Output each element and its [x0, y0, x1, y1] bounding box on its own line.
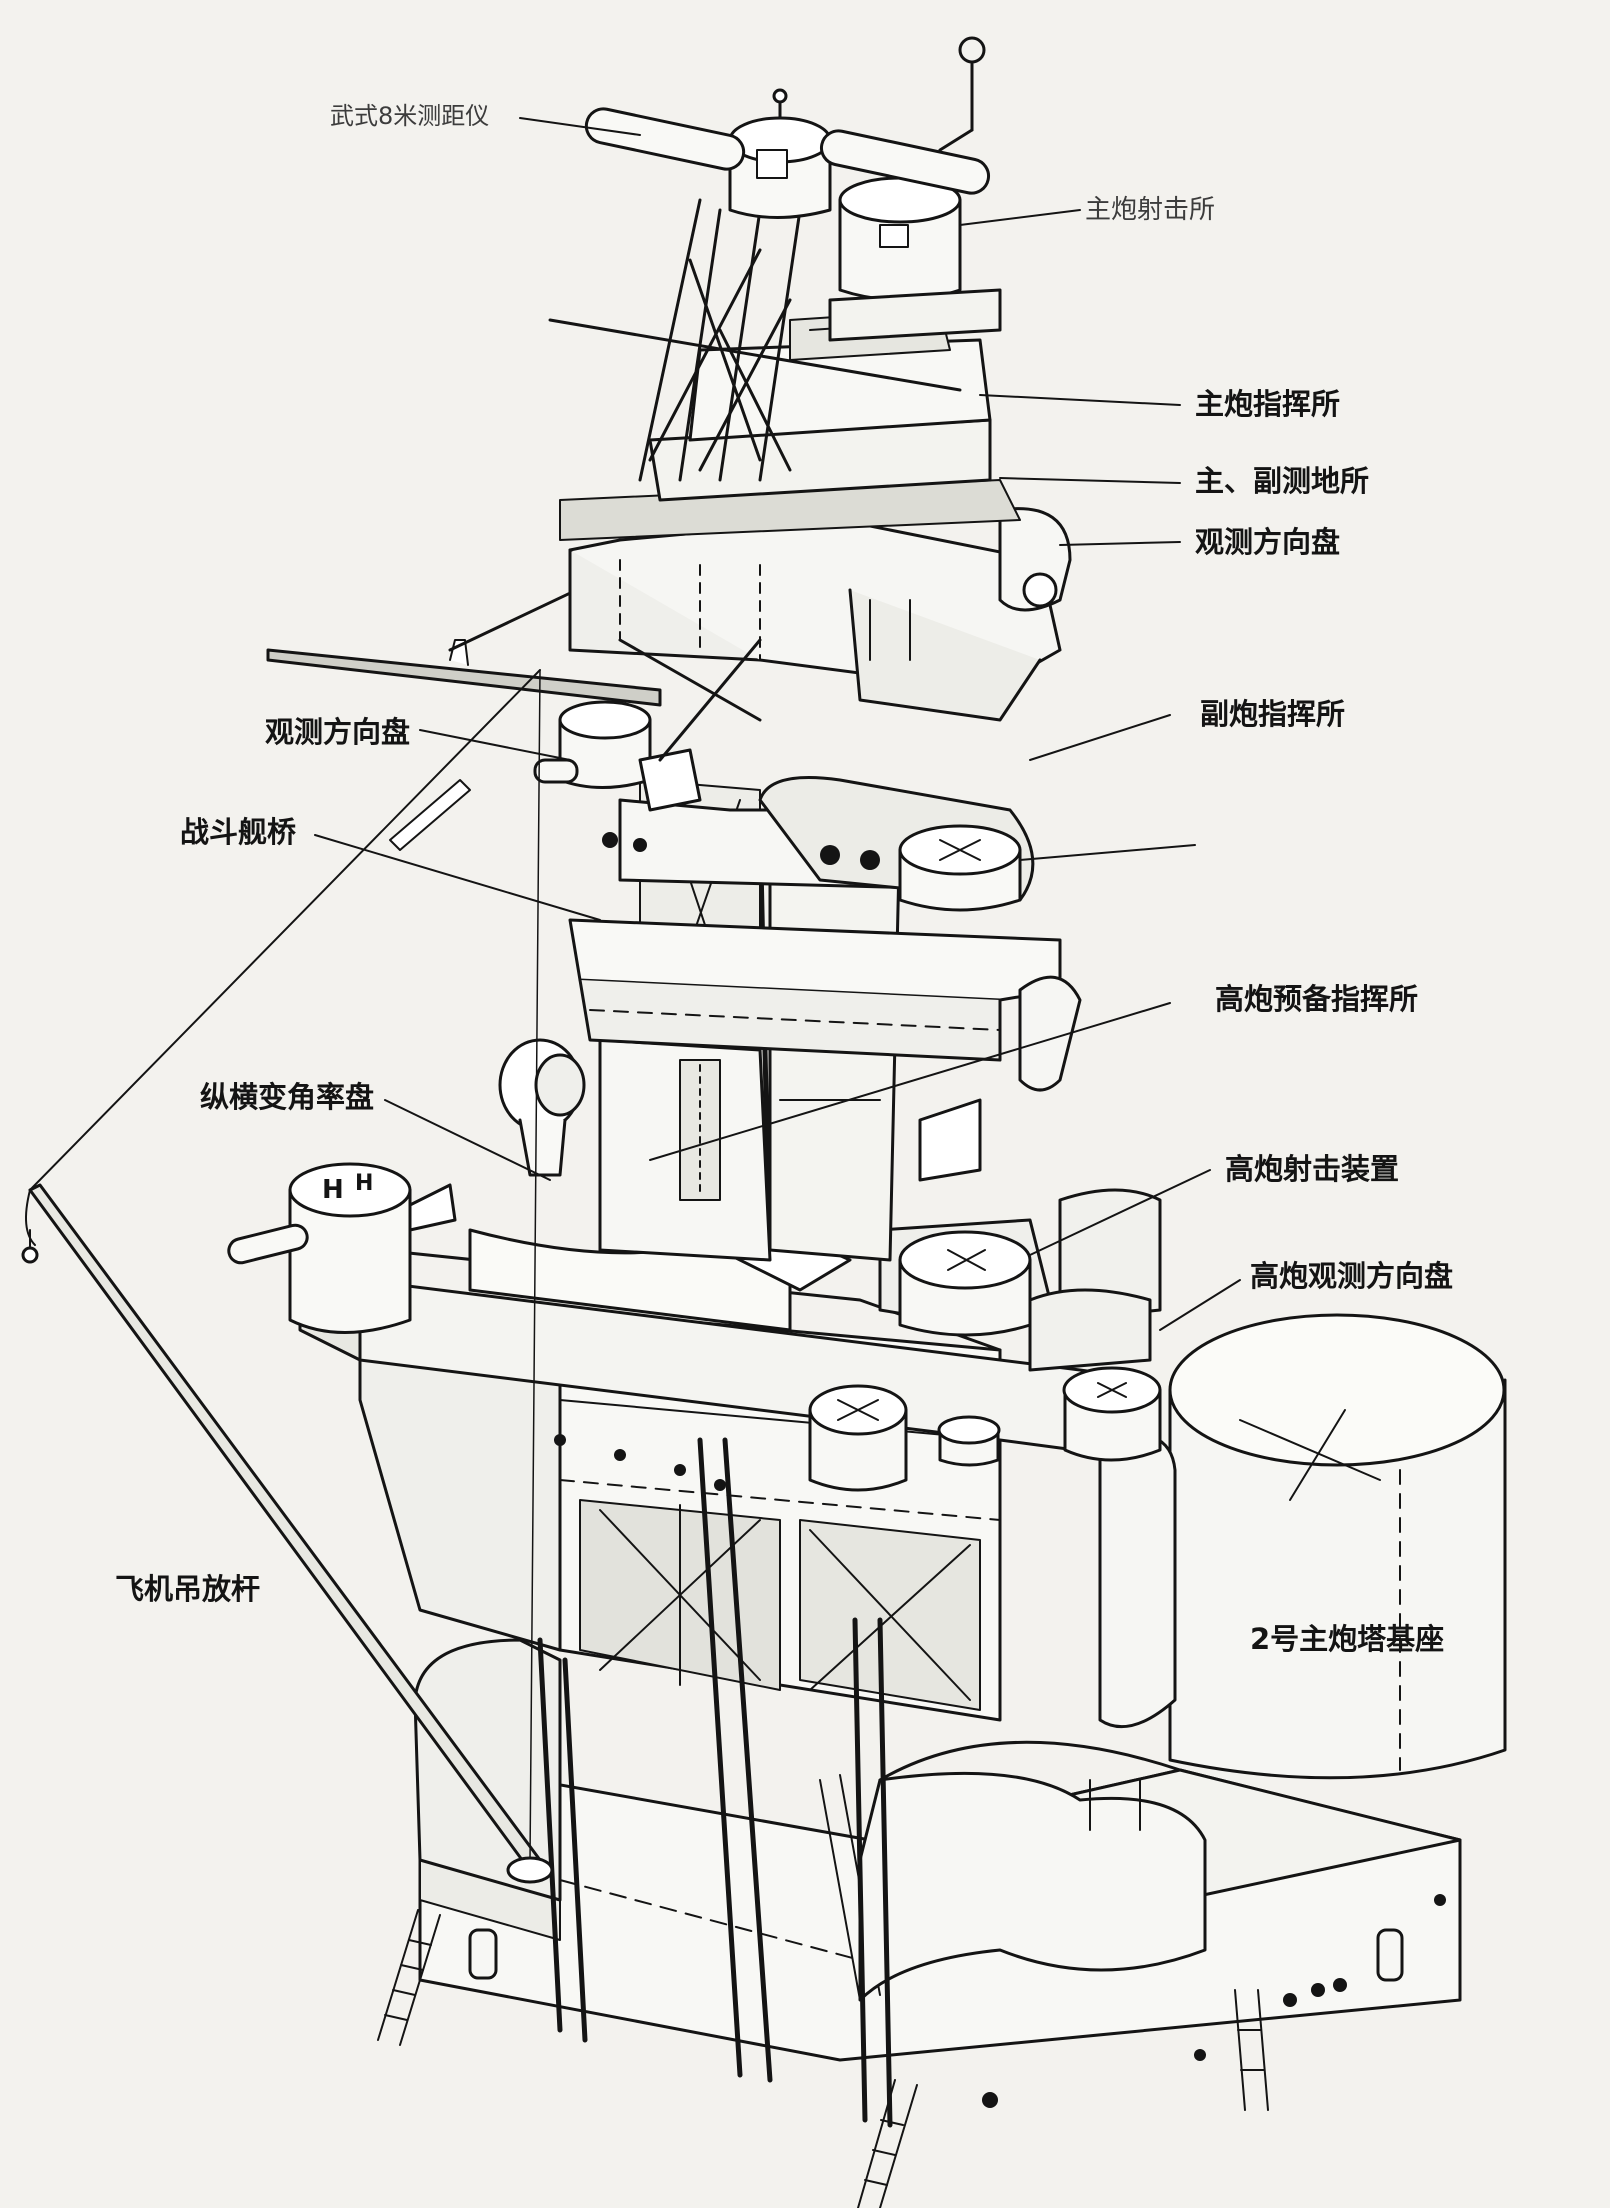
label-main-secondary-rangefinding-station: 主、副测地所: [1195, 464, 1370, 498]
svg-text:H: H: [322, 1175, 344, 1205]
label-aa-fire-control: 高炮射击装置: [1225, 1152, 1400, 1186]
label-observation-director-right: 观测方向盘: [1195, 525, 1341, 559]
lower-platform: [413, 1638, 1207, 2002]
upper-lattice: [618, 198, 802, 762]
left-observation-director: [533, 700, 702, 812]
main-gun-firing-station: [828, 176, 1002, 342]
label-elevation-traverse-disc: 纵横变角率盘: [200, 1080, 375, 1114]
aa-directors: [808, 1230, 1162, 1492]
label-aa-reserve-director: 高炮预备指挥所: [1215, 982, 1419, 1016]
combat-bridge-level: [568, 918, 1082, 1182]
label-aa-observation-director: 高炮观测方向盘: [1250, 1259, 1454, 1293]
label-main-gun-firing-station: 主炮射击所: [1085, 195, 1216, 225]
elevation-disc-device: [498, 1038, 586, 1177]
rangefinder-unit: [584, 88, 991, 219]
aircraft-crane: [21, 669, 554, 1884]
label-rangefinder: 武式8米测距仪: [330, 102, 490, 130]
label-combat-bridge: 战斗舰桥: [180, 815, 297, 849]
svg-text:H: H: [355, 1171, 373, 1196]
left-director-turret: H H: [227, 1162, 457, 1334]
label-turret-2-barbette: 2号主炮塔基座: [1250, 1622, 1445, 1656]
upper-tower: [548, 309, 1072, 722]
label-main-gun-director: 主炮指挥所: [1195, 387, 1341, 421]
barbette-drum: [1168, 1313, 1507, 1780]
label-aircraft-crane: 飞机吊放杆: [115, 1572, 261, 1606]
top-mast: [938, 36, 986, 152]
leader-lines: [314, 117, 1241, 1331]
secondary-director-deck: [602, 776, 1035, 912]
label-secondary-gun-director: 副炮指挥所: [1200, 697, 1346, 731]
main-body: [358, 1248, 1002, 1722]
label-observation-director-left: 观测方向盘: [265, 715, 411, 749]
